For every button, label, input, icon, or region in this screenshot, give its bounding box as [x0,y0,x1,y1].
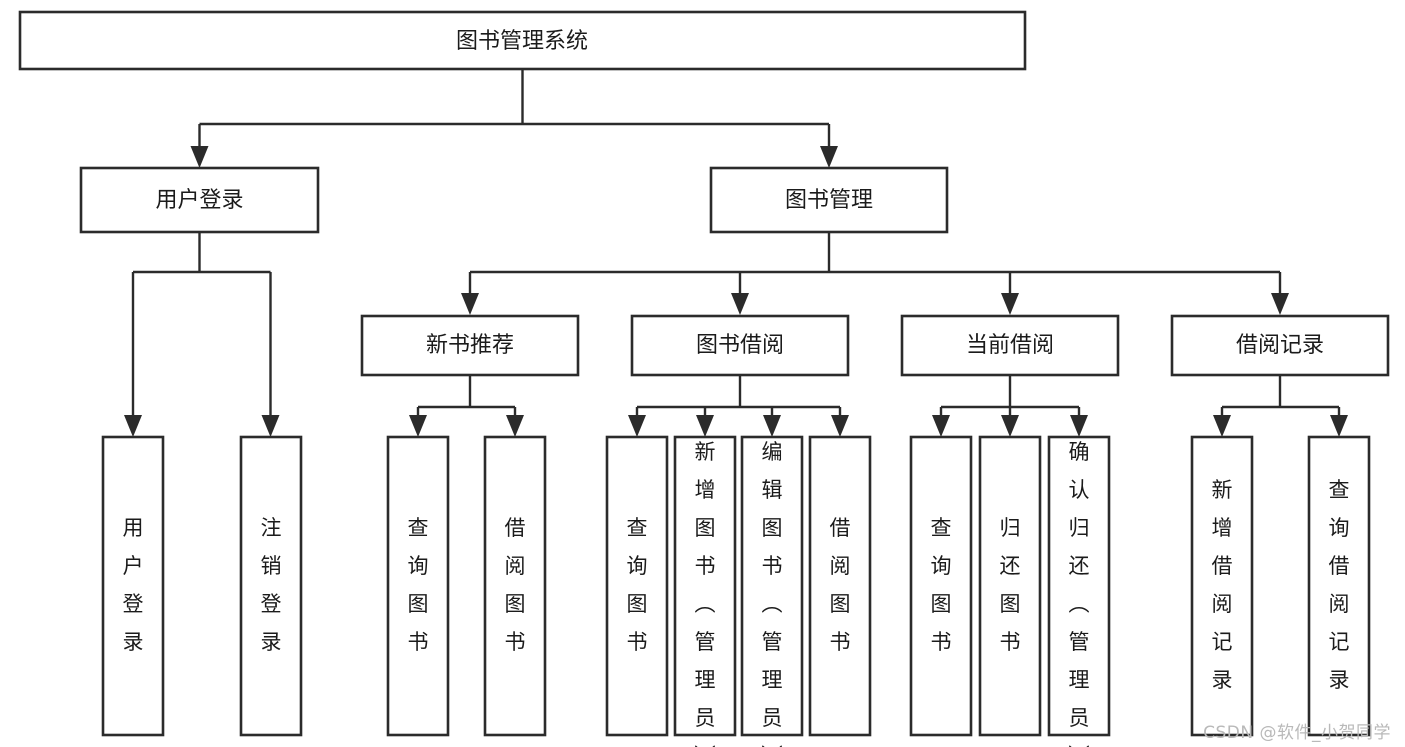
connector-layer [124,69,1348,437]
node-leaf-3[interactable]: 查询图书 [386,435,450,737]
node-leaf-7[interactable]: 编辑图书︵管理员︶ [740,435,804,747]
node-bookmgmt-box[interactable] [709,166,949,234]
node-current-box[interactable] [900,314,1120,377]
node-bookmgmt-label: 图书管理 [785,188,873,213]
leaf-layer: 用户登录 注销登录 查询图书 借阅图书 查询图书 新增图书︵管理员︶ [101,435,1371,747]
node-leaf-7-box[interactable] [740,435,804,737]
node-leaf-12-box[interactable] [1190,435,1254,737]
node-records[interactable]: 借阅记录 [1170,314,1390,377]
node-borrow-box[interactable] [630,314,850,377]
arrowhead-leaf-12 [1213,415,1231,437]
node-leaf-6[interactable]: 新增图书︵管理员︶ [673,435,737,747]
node-leaf-8-box[interactable] [808,435,872,737]
node-current[interactable]: 当前借阅 [900,314,1120,377]
arrowhead-bookmgmt [820,146,838,168]
arrowhead-current [1001,293,1019,315]
node-leaf-11-box[interactable] [1047,435,1111,737]
node-records-box[interactable] [1170,314,1390,377]
node-leaf-1-label: 用户登录 [123,516,144,654]
node-root-label: 图书管理系统 [456,29,588,54]
arrowhead-leaf-11 [1070,415,1088,437]
arrowhead-borrow [731,293,749,315]
node-root[interactable]: 图书管理系统 [18,10,1027,71]
node-leaf-2-box[interactable] [239,435,303,737]
node-login[interactable]: 用户登录 [79,166,320,234]
node-leaf-11[interactable]: 确认归还︵管理员︶ [1047,435,1111,747]
node-newbook[interactable]: 新书推荐 [360,314,580,377]
node-leaf-8-label: 借阅图书 [830,516,851,654]
arrowhead-leaf-7 [763,415,781,437]
node-newbook-label: 新书推荐 [426,333,514,358]
node-login-box[interactable] [79,166,320,234]
node-leaf-12-label: 新增借阅记录 [1212,478,1233,692]
node-leaf-1-box[interactable] [101,435,165,737]
node-leaf-11-label: 确认归还︵管理员︶ [1069,440,1090,747]
node-leaf-5[interactable]: 查询图书 [605,435,669,737]
arrowhead-leaf-6 [696,415,714,437]
arrowhead-leaf-5 [628,415,646,437]
node-leaf-12[interactable]: 新增借阅记录 [1190,435,1254,737]
node-leaf-4[interactable]: 借阅图书 [483,435,547,737]
arrowhead-leaf-8 [831,415,849,437]
node-current-label: 当前借阅 [966,333,1054,358]
arrowhead-leaf-1 [124,415,142,437]
node-borrow-label: 图书借阅 [696,333,784,358]
arrowhead-leaf-2 [261,415,280,437]
node-leaf-10-label: 归还图书 [1000,516,1021,654]
arrowhead-leaf-4 [506,415,524,437]
node-leaf-7-label: 编辑图书︵管理员︶ [762,440,783,747]
node-leaf-10-box[interactable] [978,435,1042,737]
node-leaf-2-label: 注销登录 [261,516,282,654]
node-leaf-13-box[interactable] [1307,435,1371,737]
node-root-box[interactable] [18,10,1027,71]
node-bookmgmt[interactable]: 图书管理 [709,166,949,234]
arrowhead-leaf-13 [1330,415,1348,437]
node-leaf-5-box[interactable] [605,435,669,737]
node-borrow[interactable]: 图书借阅 [630,314,850,377]
node-leaf-8[interactable]: 借阅图书 [808,435,872,737]
node-leaf-5-label: 查询图书 [627,516,648,654]
arrowhead-records [1271,293,1289,315]
node-leaf-9-box[interactable] [909,435,973,737]
node-leaf-13-label: 查询借阅记录 [1329,478,1350,692]
node-leaf-4-box[interactable] [483,435,547,737]
node-records-label: 借阅记录 [1236,333,1324,358]
node-newbook-box[interactable] [360,314,580,377]
arrowhead-leaf-10 [1001,415,1019,437]
arrowhead-newbook [461,293,479,315]
node-leaf-13[interactable]: 查询借阅记录 [1307,435,1371,737]
arrowhead-leaf-9 [932,415,950,437]
node-login-label: 用户登录 [155,188,243,213]
arrowhead-login [190,146,209,168]
node-leaf-10[interactable]: 归还图书 [978,435,1042,737]
arrowhead-leaf-3 [409,415,427,437]
node-leaf-6-box[interactable] [673,435,737,737]
node-leaf-3-label: 查询图书 [408,516,429,654]
node-leaf-9-label: 查询图书 [931,516,952,654]
node-leaf-1[interactable]: 用户登录 [101,435,165,737]
node-leaf-4-label: 借阅图书 [505,516,526,654]
node-leaf-6-label: 新增图书︵管理员︶ [695,440,716,747]
node-leaf-9[interactable]: 查询图书 [909,435,973,737]
node-leaf-3-box[interactable] [386,435,450,737]
node-leaf-2[interactable]: 注销登录 [239,435,303,737]
